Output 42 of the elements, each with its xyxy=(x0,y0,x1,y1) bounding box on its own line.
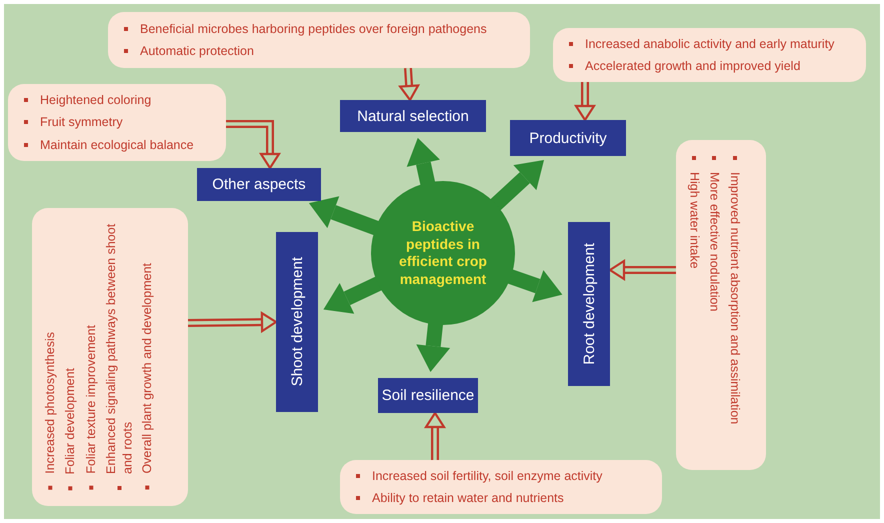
bullet-item: Ability to retain water and nutrients xyxy=(352,490,650,506)
bullet-item: Increased photosynthesis xyxy=(42,332,58,494)
bullet-card xyxy=(340,460,662,514)
category-label: Root development xyxy=(580,243,598,365)
category-box xyxy=(510,120,626,156)
bullet-item: Maintain ecological balance xyxy=(20,136,214,153)
bullet-item: Foliar texture improvement xyxy=(82,325,99,494)
bullet-item: Foliar development xyxy=(62,368,78,494)
bullet-item: Automatic protection xyxy=(120,43,518,60)
bullet-card xyxy=(8,84,226,161)
bullet-card xyxy=(553,28,866,82)
bullet-card xyxy=(32,208,188,506)
bullet-item: Accelerated growth and improved yield xyxy=(565,58,854,74)
category-box xyxy=(378,378,478,413)
hollow-arrow xyxy=(398,68,420,102)
hollow-arrow xyxy=(574,82,596,122)
circle-label: Bioactive peptides in efficient crop management xyxy=(398,218,488,288)
bullet-item: Heightened coloring xyxy=(20,92,214,108)
bullet-card xyxy=(676,140,766,470)
bullet-item: Enhanced signaling pathways between shoot and roots xyxy=(102,220,136,494)
category-label: Soil resilience xyxy=(382,387,474,404)
category-label: Other aspects xyxy=(212,176,306,193)
bullet-card xyxy=(108,12,530,68)
category-label: Natural selection xyxy=(357,108,469,124)
bullet-item: Beneficial microbes harboring peptides over foreign pathogens xyxy=(120,20,518,37)
hollow-arrow xyxy=(608,258,676,282)
bullet-item: Increased anabolic activity and early maturity xyxy=(565,36,854,52)
hollow-arrow xyxy=(188,311,278,334)
category-box xyxy=(568,222,610,386)
hollow-arrow xyxy=(226,120,282,170)
bullet-item: Fruit symmetry xyxy=(20,114,214,131)
bullet-item: Overall plant growth and development xyxy=(139,263,156,494)
bullet-item: More effective nodulation xyxy=(706,152,722,312)
hollow-arrow xyxy=(424,410,446,460)
bullet-item: Increased soil fertility, soil enzyme activity xyxy=(352,468,650,484)
category-box xyxy=(276,232,318,412)
category-label: Shoot development xyxy=(288,257,306,387)
bullet-item: Improved nutrient absorption and assimilation xyxy=(726,152,743,424)
bullet-item: High water intake xyxy=(686,152,702,269)
category-box xyxy=(197,168,321,201)
category-label: Productivity xyxy=(529,130,607,146)
category-box xyxy=(340,100,486,132)
